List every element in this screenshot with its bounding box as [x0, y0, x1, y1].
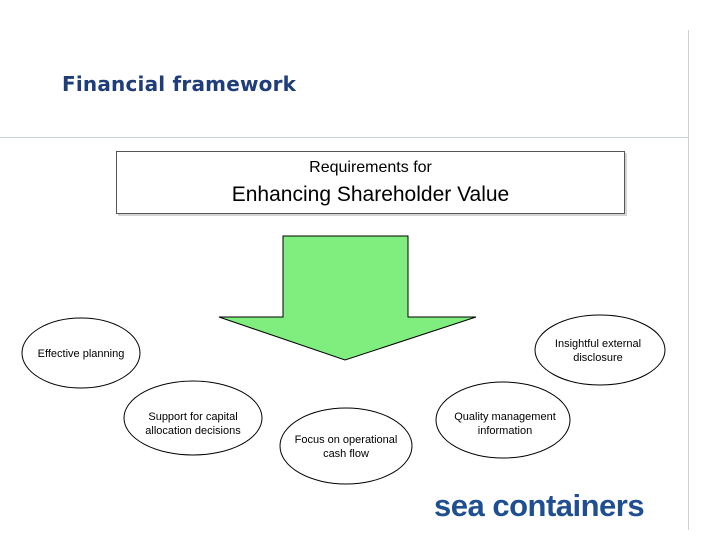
label-operational-cash-flow: Focus on operational cash flow [294, 434, 398, 460]
requirements-subject: Enhancing Shareholder Value [231, 183, 510, 206]
label-capital-allocation: Support for capital allocation decisions [145, 411, 241, 437]
slide-title: Financial framework [62, 72, 297, 96]
frame-vertical-line [688, 30, 689, 530]
down-arrow [218, 235, 477, 361]
requirements-box: Requirements for Enhancing Shareholder V… [116, 151, 625, 214]
ellipse-effective-planning [21, 317, 141, 389]
label-external-disclosure: Insightful external disclosure [554, 338, 642, 364]
label-management-information: Quality management information [454, 411, 556, 437]
requirements-heading: Requirements for [309, 159, 432, 176]
ellipse-management-information [435, 381, 571, 459]
frame-horizontal-line [0, 137, 689, 138]
ellipse-capital-allocation [123, 380, 263, 456]
ellipse-external-disclosure [534, 314, 666, 386]
ellipse-operational-cash-flow [279, 407, 413, 485]
sea-containers-logo: sea containers [434, 488, 645, 523]
label-effective-planning: Effective planning [37, 348, 125, 360]
